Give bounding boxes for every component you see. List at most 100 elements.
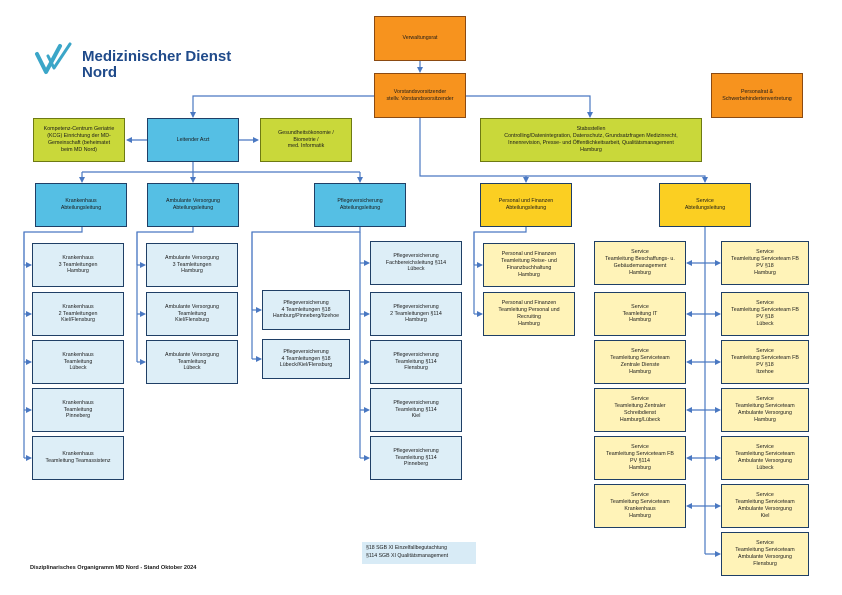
box-kompetenz-centrum-geriatrie-line: (KCG) Einrichtung der MD- bbox=[47, 133, 111, 140]
box-service-team-right-line: Service bbox=[756, 492, 774, 499]
connector-vorstand-right-bar bbox=[419, 118, 708, 183]
box-service-team-left-line: Teamleitung Beschaffungs- u. bbox=[605, 256, 675, 263]
box-service-team-right-line: Ambulante Versorgung bbox=[738, 458, 792, 464]
box-krankenhaus-team-line: Hamburg bbox=[67, 268, 89, 275]
box-ambulant-team-line: Ambulante Versorgung bbox=[165, 254, 219, 261]
box-stabsstellen-line: Controlling/Datenintegration, Datenschut… bbox=[504, 133, 678, 140]
box-dept-personal-finanzen-line: Abteilungsleitung bbox=[505, 205, 547, 211]
box-dept-krankenhaus-line: Krankenhaus bbox=[65, 198, 97, 205]
box-stabsstellen-line: Stabsstellen bbox=[576, 126, 606, 133]
box-krankenhaus-team-line: Krankenhaus bbox=[62, 303, 94, 310]
box-stabsstellen-line: Hamburg bbox=[580, 146, 602, 153]
box-service-team-left-line: Hamburg bbox=[629, 512, 651, 519]
box-service-team-left-line: Hamburg bbox=[629, 269, 651, 276]
box-gesundheitsoekonomie-line: Gesundheitsökonomie / bbox=[278, 129, 334, 136]
box-personalrat-line: Personalrat & bbox=[740, 88, 774, 95]
box-service-team-left-line: Service bbox=[631, 249, 649, 256]
box-service-team-left-line: Gebäudemanagement bbox=[613, 263, 667, 269]
box-service-team-left-line: Hamburg/Lübeck bbox=[619, 416, 661, 423]
box-service-team-left-line: Teamleitung IT bbox=[622, 310, 658, 317]
box-ambulant-team-line: 3 Teamleitungen bbox=[172, 261, 212, 268]
box-leitender-arzt: Leitender Arzt bbox=[147, 118, 239, 162]
box-dept-ambulante-versorgung-line: Abteilungsleitung bbox=[172, 205, 214, 211]
box-pflege-team-114-line: Pinneberg bbox=[403, 461, 429, 468]
box-service-team-right-line: Teamleitung Serviceteam FB bbox=[731, 256, 799, 263]
box-kompetenz-centrum-geriatrie: Kompetenz-Centrum Geriatrie(KCG) Einrich… bbox=[33, 118, 125, 162]
box-service-team-right-line: Teamleitung Serviceteam bbox=[735, 403, 795, 410]
box-krankenhaus-team-line: Krankenhaus bbox=[62, 399, 94, 406]
box-service-team-right-line: Service bbox=[756, 300, 774, 307]
box-service-team-right-line: Lübeck bbox=[756, 464, 774, 471]
box-pflege-team-18-line: Pflegeversicherung bbox=[283, 348, 329, 355]
box-pflege-team-114-line: Teamleitung §114 bbox=[395, 406, 437, 413]
box-gesundheitsoekonomie-line: med. Informatik bbox=[287, 143, 325, 150]
box-service-team-right-line: Service bbox=[756, 249, 774, 256]
box-dept-krankenhaus-line: Abteilungsleitung bbox=[60, 205, 102, 211]
box-krankenhaus-team-line: Krankenhaus bbox=[62, 351, 94, 358]
box-krankenhaus-team-line: Krankenhaus bbox=[62, 451, 94, 458]
box-service-team-left-line: Teamleitung Serviceteam bbox=[610, 499, 670, 506]
legend-box: §18 SGB XI Einzelfallbegutachtung §114 S… bbox=[362, 542, 476, 564]
box-service-team-right-line: Lübeck bbox=[756, 320, 774, 327]
box-service-team-left-line: Schreibdienst bbox=[623, 410, 657, 416]
box-service-team-right-line: Teamleitung Serviceteam bbox=[735, 547, 795, 554]
box-krankenhaus-team-line: Teamleitung Teamassistenz bbox=[45, 458, 111, 464]
logo-subtitle: Nord bbox=[82, 64, 117, 81]
box-personal-team-line: Teamleitung Reise- und bbox=[501, 258, 557, 265]
box-service-team-right-line: Service bbox=[756, 540, 774, 547]
box-dept-pflegeversicherung-line: Abteilungsleitung bbox=[339, 205, 381, 211]
box-dept-pflegeversicherung-line: Pflegeversicherung bbox=[337, 198, 383, 205]
box-stabsstellen-line: Innenrevision, Presse- und Öffentlichkei… bbox=[508, 140, 674, 146]
box-service-team-right-line: Service bbox=[756, 396, 774, 403]
logo-title: Medizinischer Dienst bbox=[82, 48, 232, 65]
box-pflege-team-114-line: Fachbereichsleitung §114 bbox=[385, 259, 447, 266]
box-service-team-right-line: Teamleitung Serviceteam bbox=[735, 451, 795, 458]
footer-caption: Disziplinarisches Organigramm MD Nord - … bbox=[30, 565, 197, 571]
box-pflege-team-18-line: Lübeck/Kiel/Flensburg bbox=[279, 362, 333, 369]
box-pflege-team-114-line: Pflegeversicherung bbox=[393, 399, 439, 406]
box-krankenhaus-team-line: Pinneberg bbox=[65, 413, 91, 420]
box-pflege-team-114-line: Pflegeversicherung bbox=[393, 252, 439, 259]
box-pflege-team-114-line: Pflegeversicherung bbox=[393, 447, 439, 454]
box-krankenhaus-team-line: Krankenhaus bbox=[62, 254, 94, 261]
box-pflege-team-114-line: Pflegeversicherung bbox=[393, 351, 439, 358]
box-service-team-left-line: Service bbox=[631, 492, 649, 499]
box-dept-service-line: Service bbox=[696, 198, 714, 205]
connector-vorstand-leitender-arzt bbox=[190, 95, 374, 118]
box-krankenhaus-team-line: 2 Teamleitungen bbox=[58, 310, 98, 317]
box-service-team-right-line: Kiel bbox=[760, 512, 770, 519]
box-service-team-right-line: Itzehoe bbox=[756, 368, 774, 375]
box-kompetenz-centrum-geriatrie-line: Gemeinschaft (beheimatet bbox=[47, 140, 111, 146]
box-service-team-left-line: Hamburg bbox=[629, 464, 651, 471]
box-service-team-right-line: Ambulante Versorgung bbox=[738, 506, 792, 512]
box-pflege-team-114-line: Teamleitung §114 bbox=[395, 454, 437, 461]
box-ambulant-team-line: Ambulante Versorgung bbox=[165, 303, 219, 310]
box-service-team-right-line: PV §18 bbox=[756, 362, 774, 368]
box-pflege-team-18-line: 4 Teamleitungen §18 bbox=[281, 355, 331, 362]
box-service-team-right-line: Ambulante Versorgung bbox=[738, 554, 792, 560]
box-pflege-team-114-line: Hamburg bbox=[405, 317, 427, 324]
box-pflege-team-114-line: Flensburg bbox=[404, 365, 428, 372]
box-service-team-left-line: Teamleitung Serviceteam FB bbox=[606, 451, 674, 458]
